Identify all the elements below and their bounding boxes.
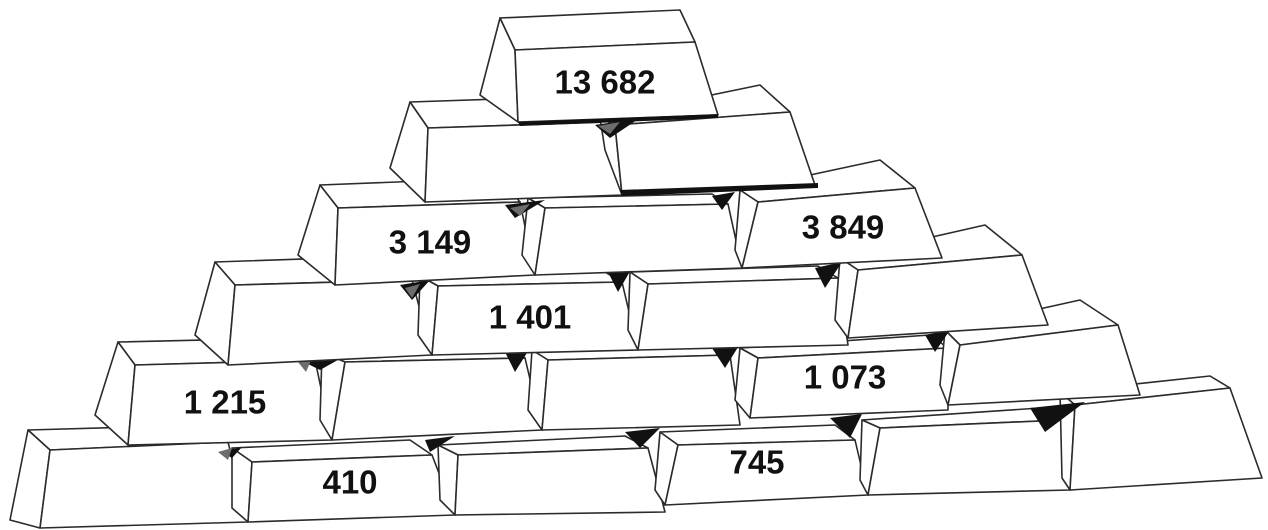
bar-r4-3 <box>628 266 848 350</box>
bar-r6-3 <box>438 436 665 515</box>
bar-value: 1 073 <box>804 359 887 396</box>
bar-r3-2 <box>522 194 742 275</box>
bar-value: 410 <box>322 464 377 501</box>
bar-value: 3 849 <box>802 209 885 246</box>
bar-r5-3 <box>528 346 740 430</box>
bar-top-1: 13 682 <box>480 10 718 122</box>
bar-value: 3 149 <box>389 224 472 261</box>
bar-value: 745 <box>729 444 784 481</box>
bar-r4-2: 1 401 <box>418 272 638 355</box>
bar-value: 1 215 <box>184 384 267 421</box>
bar-r5-2 <box>320 348 542 440</box>
bar-value: 13 682 <box>555 64 656 101</box>
bar-r6-2: 410 <box>232 440 455 522</box>
bar-value: 1 401 <box>489 299 572 336</box>
bar-r6-4: 745 <box>655 425 868 505</box>
